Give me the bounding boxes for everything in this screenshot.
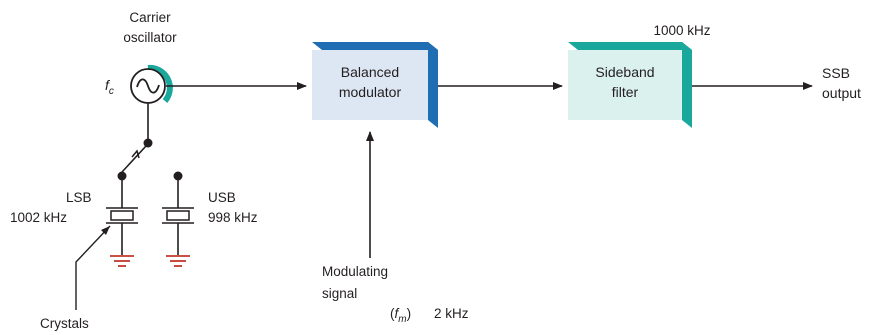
- lsb-frequency: 1002 kHz: [10, 210, 67, 225]
- modulator-label-line1: Balanced: [341, 64, 399, 80]
- oscillator-title-line2: oscillator: [123, 30, 177, 45]
- crystals-callout: Crystals: [40, 225, 111, 331]
- oscillator-title-line1: Carrier: [129, 10, 171, 25]
- balanced-modulator-block: Balanced modulator: [312, 42, 438, 128]
- modulating-frequency: 2 kHz: [434, 306, 469, 321]
- sine-wave-icon: [136, 78, 160, 94]
- filter-label-line1: Sideband: [595, 64, 654, 80]
- oscillator-accent-arc: [147, 64, 173, 103]
- filter-front-face: [568, 50, 682, 120]
- sideband-filter-block: 1000 kHz Sideband filter: [568, 23, 711, 128]
- usb-crystal-element: [166, 210, 190, 221]
- crystals-caption: Crystals: [40, 316, 89, 331]
- modulator-side-face: [428, 42, 438, 128]
- usb-label: USB: [208, 190, 236, 205]
- usb-crystal: USB 998 kHz: [162, 180, 258, 267]
- modulator-top-face: [312, 42, 438, 50]
- switch-common-terminal: [143, 138, 153, 148]
- filter-side-face: [682, 42, 692, 128]
- filter-top-face: [568, 42, 692, 50]
- modulator-front-face: [312, 50, 428, 120]
- modulator-label-line2: modulator: [339, 84, 402, 100]
- usb-switch-terminal: [173, 171, 183, 181]
- carrier-oscillator: Carrier oscillator fc: [105, 10, 177, 104]
- carrier-frequency-symbol: fc: [105, 77, 114, 97]
- modulating-label-line1: Modulating: [322, 264, 388, 279]
- ground-icon: [110, 255, 134, 267]
- crystals-pointer-line: [75, 225, 111, 310]
- crystals-pointer-arrowhead: [101, 226, 110, 235]
- switch-arm-arrowhead: [131, 149, 140, 159]
- output-label-line2: output: [822, 85, 861, 101]
- usb-frequency: 998 kHz: [208, 210, 258, 225]
- modulating-label-line2: signal: [322, 286, 357, 301]
- switch-arm: [121, 145, 147, 173]
- lsb-crystal-element: [110, 210, 134, 221]
- modulating-frequency-symbol: (fm): [390, 306, 411, 325]
- filter-center-frequency: 1000 kHz: [653, 23, 710, 38]
- crystal-selector-switch: [117, 103, 183, 181]
- ground-icon: [166, 255, 190, 267]
- lsb-switch-terminal: [117, 171, 127, 181]
- lsb-crystal: LSB 1002 kHz: [10, 180, 138, 267]
- modulating-signal-input: Modulating signal (fm) 2 kHz: [322, 131, 469, 325]
- output-label-line1: SSB: [822, 65, 850, 81]
- filter-label-line2: filter: [612, 84, 639, 100]
- lsb-label: LSB: [66, 190, 92, 205]
